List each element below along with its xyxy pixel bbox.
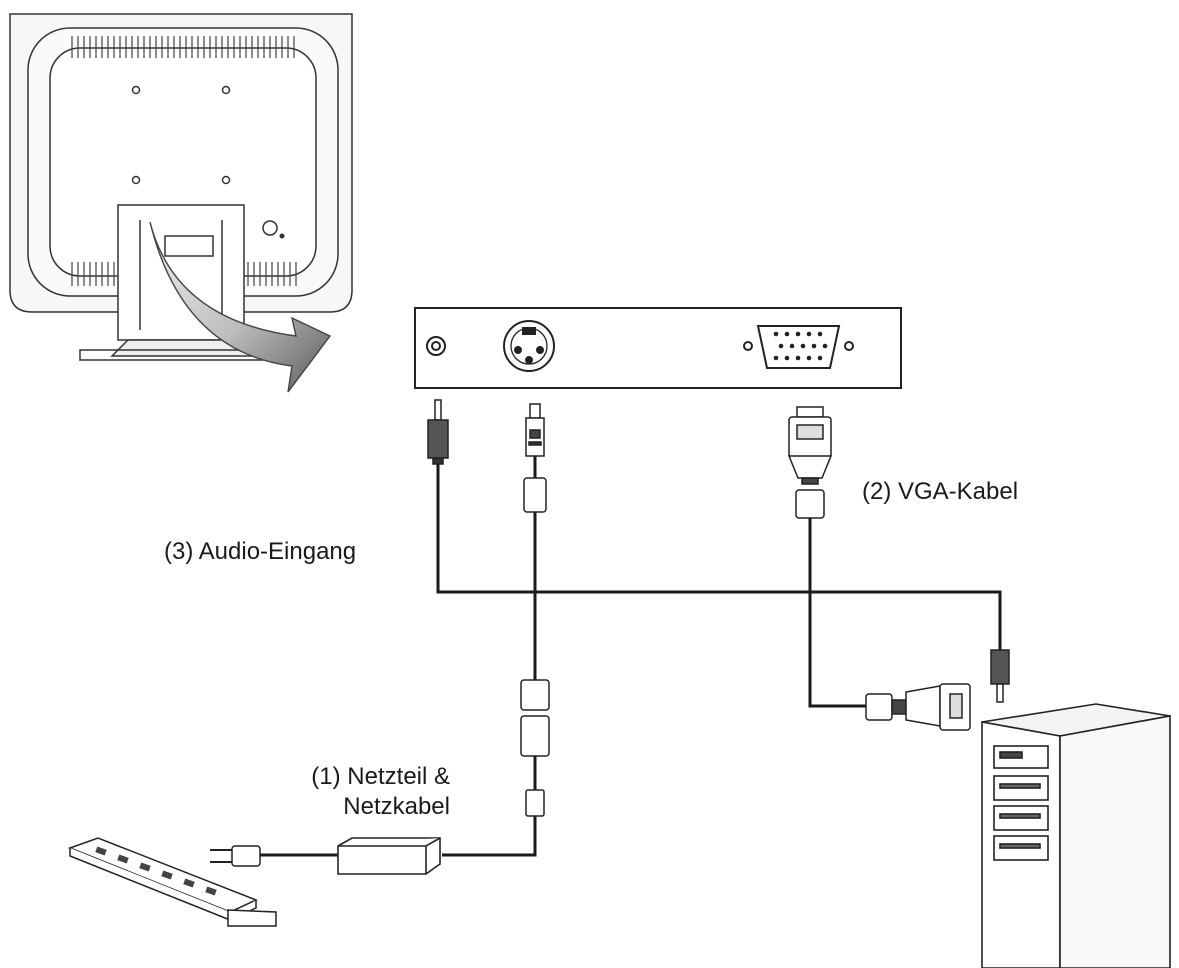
- desktop-tower-icon: [981, 703, 1171, 968]
- vga-plug-icon: [787, 406, 833, 519]
- label-vga-cable: (2) VGA-Kabel: [862, 478, 1019, 505]
- curved-arrow-icon: [149, 221, 332, 393]
- vga-plug-icon: [865, 683, 971, 731]
- wall-plug-icon: [210, 845, 261, 867]
- label-power-line2: Netzkabel: [343, 793, 450, 820]
- power-plug-icon: [520, 403, 550, 817]
- label-power-adapter: (1) Netzteil & Netzkabel: [262, 762, 450, 822]
- audio-plug-icon: [427, 399, 449, 465]
- monitor-back-icon: [9, 13, 353, 361]
- label-audio-input: (3) Audio-Eingang: [164, 538, 357, 565]
- audio-plug-icon: [990, 649, 1010, 703]
- power-adapter-icon: [337, 837, 441, 875]
- power-strip-icon: [67, 837, 277, 927]
- label-power-line1: (1) Netzteil &: [311, 763, 450, 790]
- cables: [260, 455, 1002, 857]
- connector-panel-icon: [414, 307, 902, 389]
